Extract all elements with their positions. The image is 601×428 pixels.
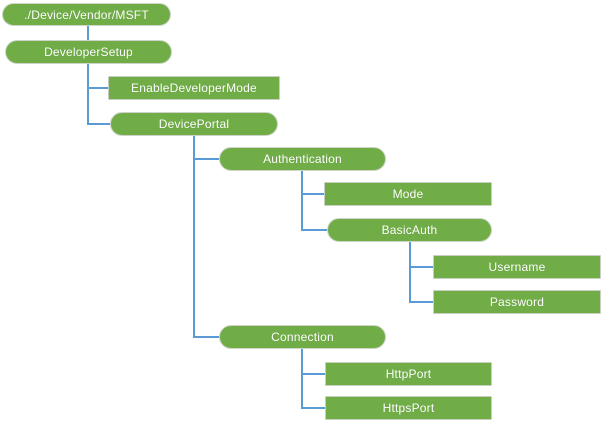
node-connection[interactable]: Connection xyxy=(219,325,386,349)
node-deviceportal[interactable]: DevicePortal xyxy=(110,112,278,136)
connector-stub-enabledevelopermode xyxy=(87,87,109,89)
connector-stub-deviceportal xyxy=(87,123,111,125)
connector-connection-trunk xyxy=(301,348,303,409)
connector-stub-password xyxy=(409,301,434,303)
connector-stub-mode xyxy=(301,193,325,195)
node-developersetup[interactable]: DeveloperSetup xyxy=(5,40,172,64)
node-username[interactable]: Username xyxy=(433,255,601,279)
node-mode[interactable]: Mode xyxy=(324,182,492,206)
connector-deviceportal-trunk xyxy=(193,135,195,338)
node-enabledevelopermode[interactable]: EnableDeveloperMode xyxy=(108,76,280,100)
connector-stub-httpport xyxy=(301,373,326,375)
connector-stub-authentication xyxy=(193,158,220,160)
connector-stub-connection xyxy=(193,336,220,338)
connector-authentication-trunk xyxy=(301,170,303,231)
connector-stub-basicauth xyxy=(301,229,328,231)
connector-stub-username xyxy=(409,266,434,268)
connector-basicauth-trunk xyxy=(409,241,411,302)
connector-stub-httpsport xyxy=(301,407,326,409)
node-password[interactable]: Password xyxy=(433,290,601,314)
connector-root-to-developersetup xyxy=(87,25,89,41)
connector-developersetup-trunk xyxy=(87,63,89,125)
node-httpsport[interactable]: HttpsPort xyxy=(325,396,492,420)
node-httpport[interactable]: HttpPort xyxy=(325,362,492,386)
node-root[interactable]: ./Device/Vendor/MSFT xyxy=(2,3,171,26)
node-authentication[interactable]: Authentication xyxy=(219,147,386,171)
node-basicauth[interactable]: BasicAuth xyxy=(327,218,492,242)
